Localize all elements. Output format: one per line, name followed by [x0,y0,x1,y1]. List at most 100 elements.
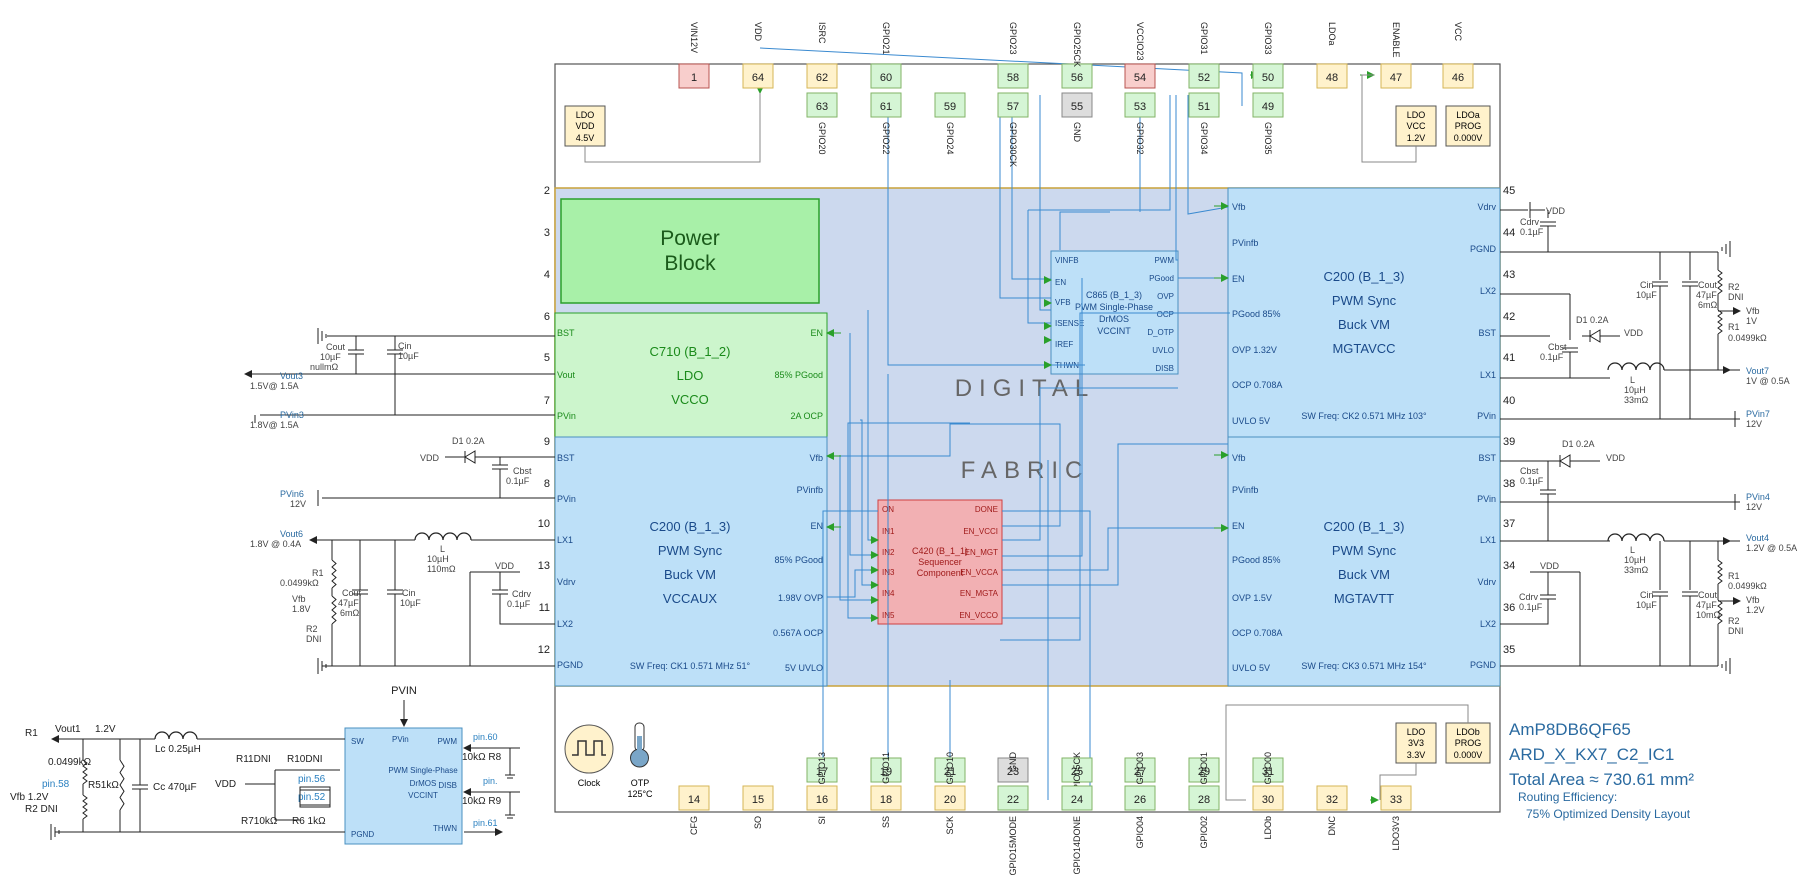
pvin3-name: PVin3 [280,410,304,420]
c200_tr-right-3: BST [1478,328,1496,338]
cout2-left: Cout [342,588,362,598]
c200_tr-left-4: OVP 1.32V [1232,345,1277,355]
ldo-vcc-box: LDO VCC 1.2V [1395,105,1437,147]
c200_tr-left-2: EN [1232,274,1245,284]
cdrv-rt: Cdrv [1520,217,1540,227]
cout2-left-esr: 6mΩ [340,608,360,618]
top-pin-num: 57 [1007,101,1019,113]
bottom-pin-num: 28 [1198,794,1210,806]
top-pin-label: GPIO25CK [1072,22,1082,67]
power-block-label-1: Power [660,227,720,250]
c865-right-0: PWM [1154,256,1174,265]
vdd2-rb: VDD [1540,561,1560,571]
routing-efficiency-label: Routing Efficiency: [1518,790,1617,804]
top-pin-51 [1188,92,1220,118]
ldo-vdd-box: LDO VDD 4.5V [564,105,606,147]
drmos-title-1: DrMOS [410,779,437,788]
bottom-pin-num: 29 [1198,766,1210,778]
pin60: pin.60 [473,732,498,742]
r2-rb: R2 [1728,616,1740,626]
svg-text:LDO: LDO [576,110,595,120]
c200_br-footer: SW Freq: CK3 0.571 MHz 154° [1301,661,1427,671]
part-number: AmP8DB6QF65 [1509,720,1631,739]
bottom-pin-num: 33 [1390,794,1402,806]
cbst-rb: Cbst [1520,466,1539,476]
pin61: pin.61 [473,818,498,828]
pvin-label: PVIN [391,685,417,697]
svg-text:0.000V: 0.000V [1454,133,1483,143]
pvin6-name: PVin6 [280,489,304,499]
bottom-pin-33 [1380,785,1412,811]
top-pin-num: 58 [1007,72,1019,84]
bottom-pin-label: SI [817,816,827,825]
c710-ldo-block [554,312,828,438]
l-rt: L [1630,375,1635,385]
drmos-pgnd: PGND [351,830,374,839]
r1-rt-val: 0.0499kΩ [1728,333,1767,343]
top-pin-num: 48 [1326,72,1338,84]
ldo-bottom-wires [1225,704,1469,801]
c865-title-1: PWM Single-Phase [1075,302,1153,312]
bottom-pin-num: 14 [688,794,700,806]
ldob-prog-box: LDOb PROG 0.000V [1445,722,1491,764]
cout-rb-val: 47µF [1696,600,1717,610]
vdd-left: VDD [420,453,440,463]
top-pin-num: 61 [880,101,892,113]
vout6-val: 1.8V @ 0.4A [250,539,301,549]
bottom-pin-label: GPIO05CK [1072,752,1082,797]
top-pin-59 [934,92,966,118]
c200_tr-right-1: PGND [1470,244,1497,254]
cout-rt-val: 47µF [1696,290,1717,300]
vout7-name: Vout7 [1746,366,1769,376]
left-pin-10: 10 [538,518,550,530]
left-pin-7: 7 [544,395,550,407]
top-pin-57 [997,92,1029,118]
r7: R710kΩ [241,816,278,827]
vfb-rb-val: 1.2V [1746,605,1765,615]
top-pin-50 [1252,63,1284,89]
c710-right-0: EN [810,328,823,338]
right-pin-43: 43 [1503,269,1515,281]
power-block-label-2: Block [664,252,716,275]
bottom-pin-25 [1061,757,1093,783]
l-left-esr: 110mΩ [427,564,456,574]
c420-right-2: EN_MGT [965,548,998,557]
top-pin-label: GPIO24 [945,122,955,155]
top-pin-num: 56 [1071,72,1083,84]
c865-right-2: OVP [1157,292,1174,301]
cc-bl: Cc 470µF [153,782,197,793]
bottom-pin-label: CFG [689,816,699,835]
c200_br-title-1: PWM Sync [1332,543,1397,558]
cout-rt: Cout [1698,280,1718,290]
right-pin-35: 35 [1503,644,1515,656]
thermometer-icon [630,722,649,768]
l-rt-esr: 33mΩ [1624,395,1649,405]
vdd2-left: VDD [495,561,515,571]
c200_tr-left-0: Vfb [1232,202,1246,212]
vout4-name: Vout4 [1746,533,1769,543]
c710-title-1: LDO [677,368,704,383]
cbst-rt-val: 0.1µF [1540,352,1564,362]
right-pin-34: 34 [1503,560,1515,572]
c200_left-right-0: Vfb [809,453,823,463]
cout-rb-esr: 10mΩ [1696,610,1721,620]
left-pin-11: 11 [539,602,550,614]
pvin4-name: PVin4 [1746,492,1770,502]
fabric-label-fabric: FABRIC [961,457,1090,484]
vout3-name: Vout3 [280,371,303,381]
c200_br-title-2: Buck VM [1338,567,1390,582]
r1-rb-val: 0.0499kΩ [1728,581,1767,591]
c200_br-left-5: OCP 0.708A [1232,628,1282,638]
bottom-pin-19 [870,757,902,783]
vfb-bl: Vfb 1.2V [10,792,49,803]
vout3-val: 1.5V@ 1.5A [250,381,299,391]
r8: 10kΩ R8 [462,752,502,763]
l-rb-val: 10µH [1624,555,1646,565]
c200_left-right-6: 5V UVLO [785,663,823,673]
bottom-pin-label: GPIO10 [945,752,955,785]
c420-title-2: Component [917,568,964,578]
bottom-pin-22 [997,785,1029,811]
top-pin-num: 54 [1134,72,1146,84]
